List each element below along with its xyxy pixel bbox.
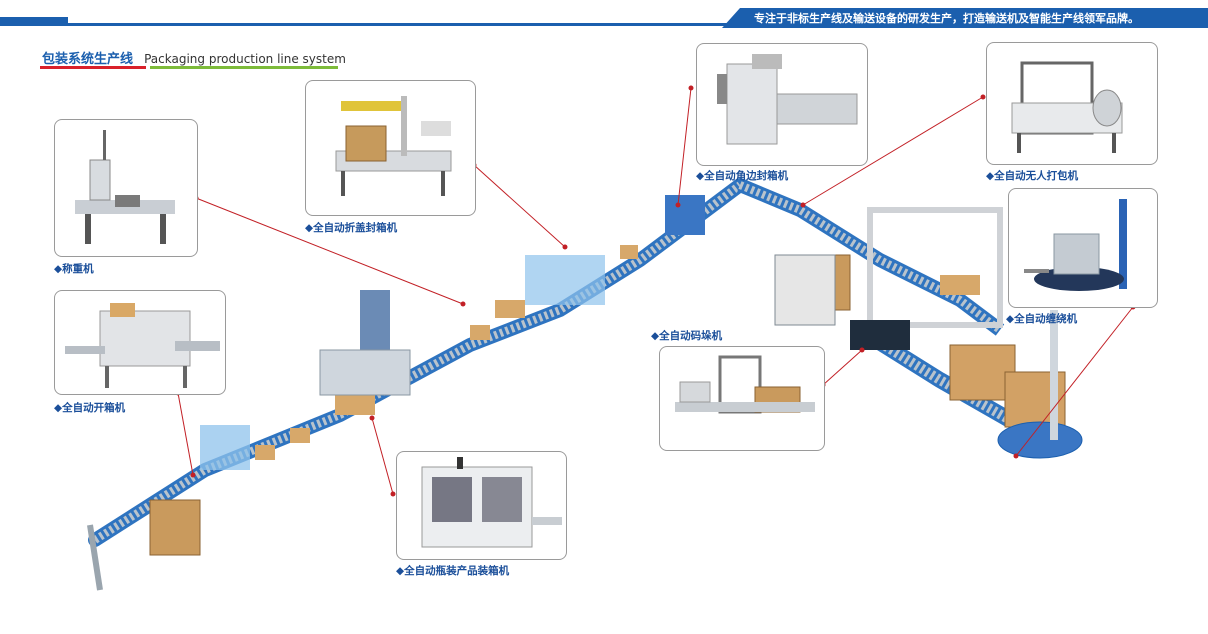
section-title: 包装系统生产线 Packaging production line system — [42, 48, 346, 67]
corner-sealer-image — [717, 54, 858, 145]
flap-sealer-image — [335, 96, 452, 196]
weighing-machine-image — [75, 130, 175, 244]
palletizer-label: ◆全自动码垛机 — [651, 330, 723, 342]
strapping-machine-image — [1011, 61, 1123, 153]
leader-lines — [177, 87, 1134, 495]
header-accent — [0, 17, 68, 26]
machine-shells — [200, 195, 1083, 470]
flap-sealer-label: ◆全自动折盖封箱机 — [305, 222, 398, 234]
slogan-tab — [722, 8, 1208, 28]
bottle-packer-label: ◆全自动瓶装产品装箱机 — [396, 565, 510, 577]
title-underline-red — [40, 66, 146, 69]
corner-sealer-label: ◆全自动角边封箱机 — [696, 170, 789, 182]
section-title-en: Packaging production line system — [144, 52, 346, 66]
strapping-machine-card — [986, 42, 1158, 165]
header-bar — [0, 8, 1208, 28]
wrapping-machine-label: ◆全自动缠绕机 — [1006, 313, 1078, 325]
bottle-packer-image — [421, 457, 562, 548]
slogan: 专注于非标生产线及输送设备的研发生产，打造输送机及智能生产线领军品牌。 — [754, 12, 1139, 25]
corner-sealer-card — [696, 43, 868, 166]
palletizer-card — [659, 346, 825, 451]
wrapping-machine-image — [1024, 199, 1127, 291]
header-line — [0, 23, 1208, 26]
weighing-machine-card — [54, 119, 198, 257]
carton-erector-card — [54, 290, 226, 395]
palletizer-image — [675, 355, 815, 414]
carton-erector-label: ◆全自动开箱机 — [54, 402, 126, 414]
wrapping-machine-card — [1008, 188, 1158, 308]
title-underline-green — [150, 66, 338, 69]
flap-sealer-card — [305, 80, 476, 216]
weighing-machine-label: ◆称重机 — [54, 263, 94, 275]
strapping-machine-label: ◆全自动无人打包机 — [986, 170, 1079, 182]
carton-erector-image — [65, 303, 220, 388]
section-title-cn: 包装系统生产线 — [42, 52, 134, 67]
bottle-packer-card — [396, 451, 567, 560]
